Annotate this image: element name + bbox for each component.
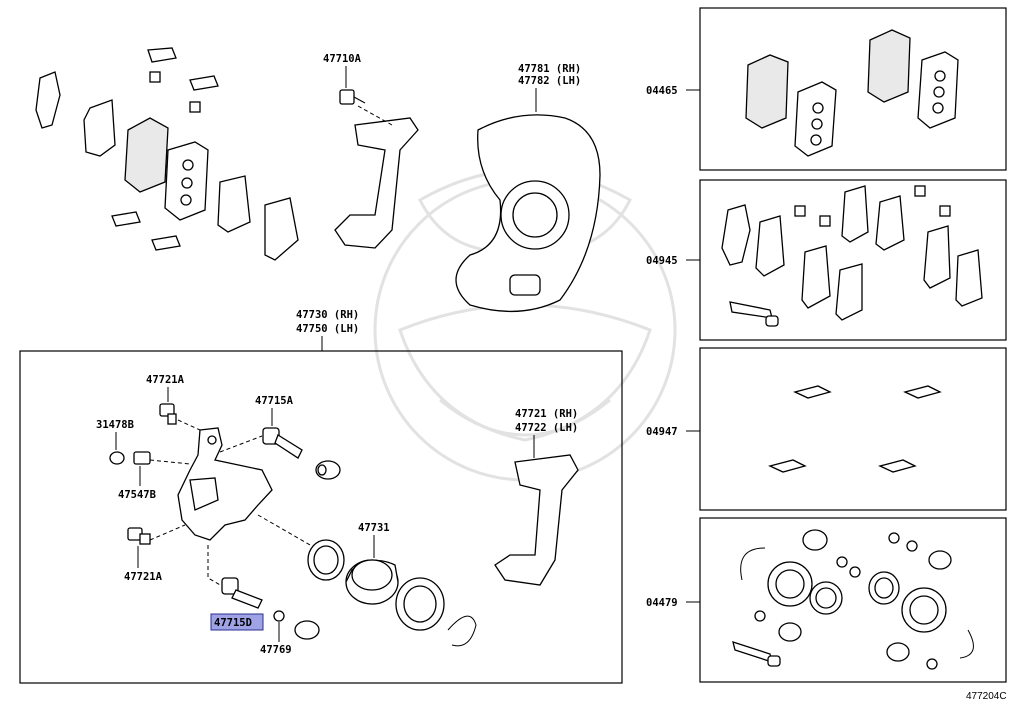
label-04947[interactable]: 04947 xyxy=(646,426,678,438)
piston-seal xyxy=(307,539,345,581)
label-47750[interactable]: 47750 (LH) xyxy=(296,323,359,335)
kit-box-04947 xyxy=(699,347,1007,511)
label-47715D[interactable]: 47715D xyxy=(214,617,252,629)
caliper-assembly-box xyxy=(19,350,623,684)
label-47721A-top[interactable]: 47721A xyxy=(146,374,185,386)
label-31478B[interactable]: 31478B xyxy=(96,419,134,431)
label-47715A[interactable]: 47715A xyxy=(255,395,294,407)
kit-04465-parts xyxy=(745,29,959,157)
label-47547B[interactable]: 47547B xyxy=(118,489,156,501)
set-ring xyxy=(447,615,477,647)
diagram-id: 477204C xyxy=(966,691,1007,702)
ring-47769 xyxy=(273,610,320,640)
caliper-body xyxy=(177,427,273,541)
bleeder-47547B xyxy=(133,451,191,465)
label-47730[interactable]: 47730 (RH) xyxy=(296,309,359,321)
highlight-47715D[interactable] xyxy=(210,613,264,631)
kit-04479-parts xyxy=(732,529,974,670)
bolt-47721A-top xyxy=(159,403,177,425)
kit-04945-parts xyxy=(721,185,983,327)
label-04945[interactable]: 04945 xyxy=(646,255,678,267)
kit-box-04479 xyxy=(699,517,1007,683)
dust-shield-47781 xyxy=(455,114,601,313)
label-47710A[interactable]: 47710A xyxy=(323,53,362,65)
label-47781[interactable]: 47781 (RH) xyxy=(518,63,581,75)
piston-47731 xyxy=(345,559,399,605)
label-47721[interactable]: 47721 (RH) xyxy=(515,408,578,420)
boot-47715A xyxy=(315,460,341,480)
piston-boot xyxy=(395,577,445,631)
cap-31478B xyxy=(109,451,125,465)
torque-plate-47710A xyxy=(334,89,419,249)
bolt-47721A-bottom xyxy=(127,527,151,545)
label-47782[interactable]: 47782 (LH) xyxy=(518,75,581,87)
mounting-bracket-47721 xyxy=(494,454,579,586)
kit-04947-parts xyxy=(768,385,942,473)
top-pad-group xyxy=(35,47,299,261)
label-04465[interactable]: 04465 xyxy=(646,85,678,97)
kit-box-04465 xyxy=(699,7,1007,171)
label-47731[interactable]: 47731 xyxy=(358,522,390,534)
label-04479[interactable]: 04479 xyxy=(646,597,678,609)
label-47769[interactable]: 47769 xyxy=(260,644,292,656)
pin-47715D xyxy=(207,545,263,609)
label-47721A-bottom[interactable]: 47721A xyxy=(124,571,163,583)
pin-47715A xyxy=(262,427,303,459)
label-47722[interactable]: 47722 (LH) xyxy=(515,422,578,434)
